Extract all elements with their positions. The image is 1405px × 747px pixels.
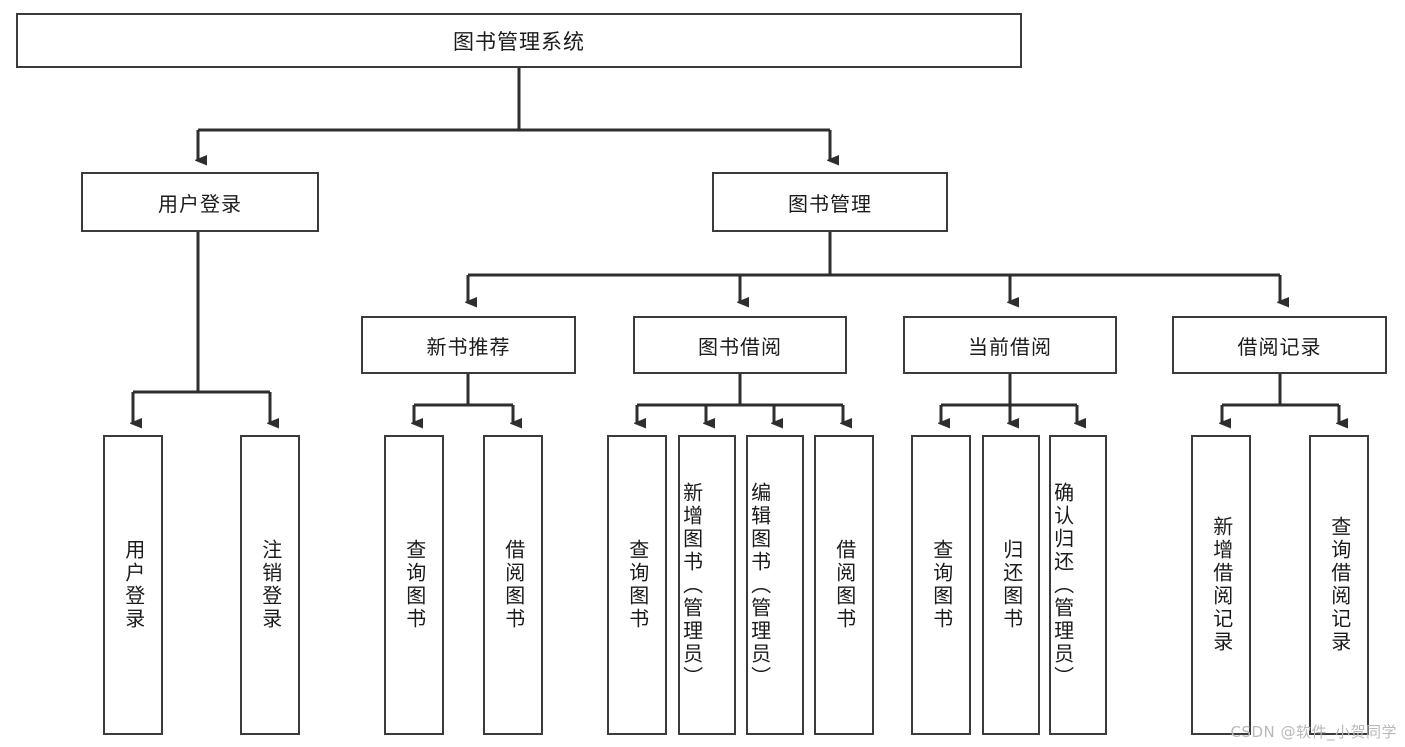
- leaf-query-book-2-label: 查询图书: [625, 539, 650, 631]
- node-book-borrow-label: 图书借阅: [698, 334, 782, 359]
- node-new-book-recommend[interactable]: 新书推荐: [361, 316, 576, 374]
- node-borrow-record[interactable]: 借阅记录: [1172, 316, 1387, 374]
- node-book-borrow[interactable]: 图书借阅: [633, 316, 847, 374]
- leaf-user-login-label: 用户登录: [121, 539, 146, 631]
- leaf-query-book-1[interactable]: 查询图书: [384, 435, 444, 735]
- leaf-return-book[interactable]: 归还图书: [982, 435, 1040, 735]
- leaf-query-book-3[interactable]: 查询图书: [911, 435, 971, 735]
- leaf-query-borrow-record[interactable]: 查询借阅记录: [1309, 435, 1369, 735]
- node-root[interactable]: 图书管理系统: [16, 13, 1022, 68]
- leaf-confirm-return-admin-label: 确认归还（管理员）: [1050, 481, 1075, 689]
- leaf-confirm-return-admin[interactable]: 确认归还（管理员）: [1049, 435, 1107, 735]
- leaf-query-book-3-label: 查询图书: [929, 539, 954, 631]
- leaf-return-book-label: 归还图书: [999, 539, 1024, 631]
- leaf-query-borrow-record-label: 查询借阅记录: [1327, 516, 1352, 654]
- leaf-borrow-book-1-label: 借阅图书: [501, 539, 526, 631]
- leaf-user-login[interactable]: 用户登录: [103, 435, 163, 735]
- node-book-manage-label: 图书管理: [788, 191, 872, 216]
- leaf-add-book-admin[interactable]: 新增图书（管理员）: [678, 435, 736, 735]
- node-book-manage[interactable]: 图书管理: [712, 172, 948, 232]
- node-user-login-label: 用户登录: [158, 191, 242, 216]
- node-root-label: 图书管理系统: [453, 29, 585, 54]
- node-user-login[interactable]: 用户登录: [81, 172, 319, 232]
- leaf-add-book-admin-label: 新增图书（管理员）: [679, 481, 704, 689]
- watermark: CSDN @软件_小贺同学: [1230, 723, 1397, 741]
- leaf-query-book-2[interactable]: 查询图书: [607, 435, 667, 735]
- leaf-logout[interactable]: 注销登录: [240, 435, 300, 735]
- leaf-edit-book-admin-label: 编辑图书（管理员）: [747, 481, 772, 689]
- leaf-add-borrow-record[interactable]: 新增借阅记录: [1191, 435, 1251, 735]
- leaf-borrow-book-2-label: 借阅图书: [832, 539, 857, 631]
- node-current-borrow[interactable]: 当前借阅: [903, 316, 1117, 374]
- leaf-borrow-book-1[interactable]: 借阅图书: [483, 435, 543, 735]
- node-current-borrow-label: 当前借阅: [968, 334, 1052, 359]
- leaf-edit-book-admin[interactable]: 编辑图书（管理员）: [746, 435, 804, 735]
- leaf-add-borrow-record-label: 新增借阅记录: [1209, 516, 1234, 654]
- leaf-borrow-book-2[interactable]: 借阅图书: [814, 435, 874, 735]
- leaf-query-book-1-label: 查询图书: [402, 539, 427, 631]
- leaf-logout-label: 注销登录: [258, 539, 283, 631]
- node-new-book-recommend-label: 新书推荐: [426, 334, 511, 359]
- node-borrow-record-label: 借阅记录: [1237, 334, 1322, 359]
